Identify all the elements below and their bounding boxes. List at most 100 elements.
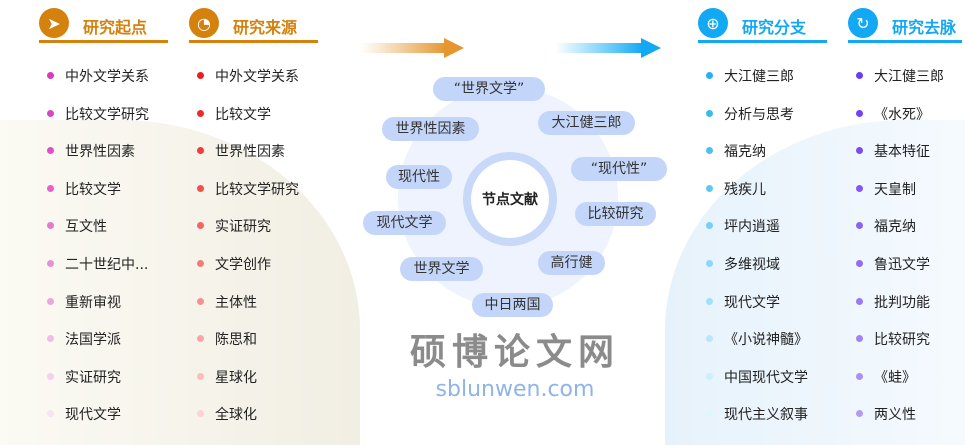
arrow-right-blue-icon: [555, 38, 661, 58]
bullet-icon: [47, 372, 54, 380]
list-item-label: 大江健三郎: [724, 69, 794, 85]
pie-chart-icon: ◔: [189, 8, 219, 38]
list-item-label: 多维视域: [724, 256, 780, 273]
keyword-node[interactable]: 中日两国: [472, 293, 553, 317]
list-item-label: 《水死》: [874, 106, 930, 123]
bullet-icon: [706, 335, 713, 343]
bullet-icon: [856, 184, 863, 192]
list-item-label: 比较研究: [874, 332, 930, 349]
bullet-icon: [856, 335, 863, 343]
refresh-icon: ↻: [848, 8, 878, 38]
right-background: [665, 120, 965, 445]
column-header: ➤ 研究起点: [39, 6, 168, 46]
list-item-label: 坪内逍遥: [724, 219, 780, 236]
bullet-icon: [856, 222, 863, 230]
bullet-icon: [706, 222, 713, 230]
bullet-icon: [197, 72, 204, 79]
bullet-icon: [706, 259, 713, 267]
list-item-label: 比较文学: [215, 106, 271, 123]
keyword-node[interactable]: “现代性”: [571, 157, 667, 181]
bullet-icon: [47, 259, 54, 267]
center-node-label: 节点文献: [482, 192, 538, 208]
bullet-icon: [706, 109, 713, 117]
bullet-icon: [47, 297, 54, 305]
watermark-en: sblunwen.com: [435, 377, 595, 402]
column-header: ↻ 研究去脉: [848, 6, 962, 46]
divider: [189, 40, 318, 43]
list-item-label: 主体性: [215, 294, 257, 311]
bullet-icon: [856, 72, 863, 79]
bullet-icon: [197, 297, 204, 305]
bullet-icon: [856, 259, 863, 267]
bullet-icon: [197, 109, 204, 117]
column-title: 研究去脉: [892, 18, 957, 37]
bullet-icon: [197, 222, 204, 230]
list-item-label: 两义性: [874, 407, 916, 424]
bullet-icon: [47, 410, 54, 418]
divider: [848, 40, 962, 43]
list-item-label: 大江健三郎: [874, 69, 944, 85]
bullet-icon: [197, 184, 204, 192]
column-header: ⊕ 研究分支: [698, 6, 827, 46]
list-item-label: 实证研究: [65, 369, 121, 386]
bullet-icon: [197, 147, 204, 155]
bullet-icon: [856, 372, 863, 380]
bullet-icon: [706, 72, 713, 79]
list-item-label: 中外文学关系: [215, 69, 299, 85]
list-item-label: 福克纳: [874, 219, 916, 236]
list-item-label: 中外文学关系: [65, 69, 149, 85]
keyword-node[interactable]: 比较研究: [575, 202, 656, 226]
list-item-label: 比较文学研究: [65, 106, 149, 123]
keyword-node[interactable]: 世界文学: [400, 257, 483, 281]
list-item-label: 陈思和: [215, 332, 257, 349]
column-title: 研究分支: [742, 18, 807, 37]
keyword-node[interactable]: 现代性: [386, 165, 452, 189]
bullet-icon: [47, 147, 54, 155]
column-header: ◔ 研究来源: [189, 6, 318, 46]
watermark-cn: 硕博论文网: [409, 331, 620, 373]
arrow-right-orange-icon: [360, 38, 464, 58]
send-icon: ➤: [39, 8, 69, 38]
list-item-label: 天皇制: [874, 181, 916, 198]
bullet-icon: [856, 410, 863, 418]
bullet-icon: [47, 222, 54, 230]
list-item-label: 现代文学: [65, 407, 121, 424]
center-node[interactable]: 节点文献: [463, 152, 557, 246]
list-item-label: 比较文学研究: [215, 181, 299, 198]
list-item-label: 鲁迅文学: [874, 256, 930, 273]
keyword-node[interactable]: 世界性因素: [382, 117, 479, 141]
list-item-label: 全球化: [215, 407, 257, 424]
list-item-label: 基本特征: [874, 144, 930, 161]
list-item-label: 现代主义叙事: [724, 407, 808, 424]
keyword-node[interactable]: 高行健: [538, 251, 605, 275]
list-item-label: 互文性: [65, 219, 107, 236]
list-item-label: 批判功能: [874, 294, 930, 311]
bullet-icon: [706, 297, 713, 305]
bullet-icon: [706, 184, 713, 192]
bullet-icon: [856, 147, 863, 155]
list-item-label: 《小说神髓》: [724, 332, 808, 349]
bullet-icon: [47, 184, 54, 192]
divider: [698, 40, 827, 43]
list-item-label: 现代文学: [724, 294, 780, 311]
bullet-icon: [47, 72, 54, 79]
list-item-label: 世界性因素: [215, 144, 285, 161]
bullet-icon: [197, 259, 204, 267]
bullet-icon: [47, 109, 54, 117]
list-item-label: 文学创作: [215, 256, 271, 273]
list-item-label: 重新审视: [65, 294, 121, 311]
keyword-node[interactable]: 现代文学: [363, 211, 446, 235]
bullet-icon: [47, 335, 54, 343]
bullet-icon: [197, 335, 204, 343]
list-item-label: 《蛙》: [874, 369, 916, 386]
bullet-icon: [706, 372, 713, 380]
list-item-label: 实证研究: [215, 219, 271, 236]
column-title: 研究起点: [83, 18, 148, 37]
keyword-node[interactable]: “世界文学”: [433, 77, 545, 101]
list-item-label: 中国现代文学: [724, 369, 808, 386]
list-item-label: 福克纳: [724, 144, 766, 161]
list-item-label: 分析与思考: [724, 106, 794, 123]
keyword-node[interactable]: 大江健三郎: [538, 111, 635, 135]
bullet-icon: [197, 410, 204, 418]
bullet-icon: [706, 410, 713, 418]
